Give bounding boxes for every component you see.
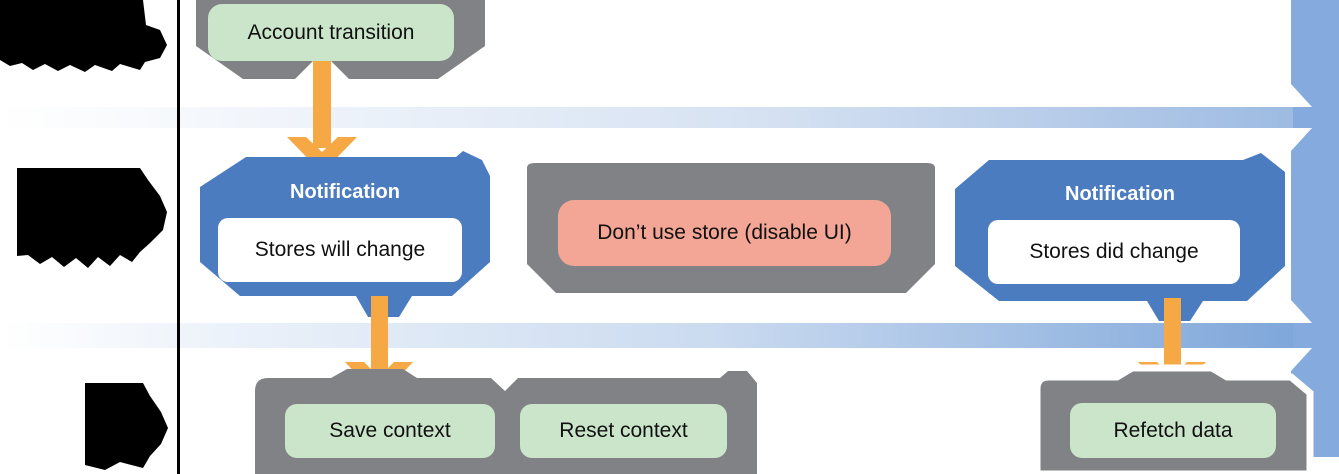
arrow-down-shaft-1 [313, 58, 331, 148]
notification-will-title: Notification [290, 180, 400, 203]
timeline-band-top [0, 107, 1293, 128]
redacted-lane-label-1 [0, 0, 167, 72]
save-context-node: Save context [285, 404, 495, 458]
redacted-lane-label-3 [85, 383, 168, 470]
dont-use-store-label: Don’t use store (disable UI) [597, 221, 852, 245]
arrow-down-shaft-3 [1164, 298, 1181, 370]
notification-did-node: Stores did change [988, 220, 1240, 284]
bar-notch-1 [1291, 84, 1312, 107]
timeline-band-bottom [0, 323, 1293, 348]
lane-divider-line [177, 0, 180, 474]
notification-will-label: Stores will change [254, 238, 426, 262]
notification-did-label: Stores did change [1029, 240, 1199, 264]
notification-will-node: Stores will change [218, 218, 462, 282]
reset-context-label: Reset context [559, 419, 688, 443]
bar-notch-2 [1291, 128, 1312, 151]
arrow-down-shaft-2 [371, 296, 388, 370]
refetch-data-node: Refetch data [1070, 403, 1276, 458]
account-transition-node: Account transition [208, 4, 454, 61]
dont-use-store-node: Don’t use store (disable UI) [558, 200, 891, 266]
account-transition-label: Account transition [247, 20, 415, 44]
redacted-lane-label-2 [17, 168, 167, 268]
bar-notch-3 [1291, 300, 1312, 323]
notification-did-title: Notification [1065, 182, 1175, 205]
reset-context-node: Reset context [520, 404, 727, 458]
bar-notch-4 [1291, 348, 1312, 371]
arrow-down-head-1-icon [287, 137, 357, 173]
save-context-label: Save context [329, 419, 451, 443]
refetch-data-label: Refetch data [1113, 418, 1233, 442]
